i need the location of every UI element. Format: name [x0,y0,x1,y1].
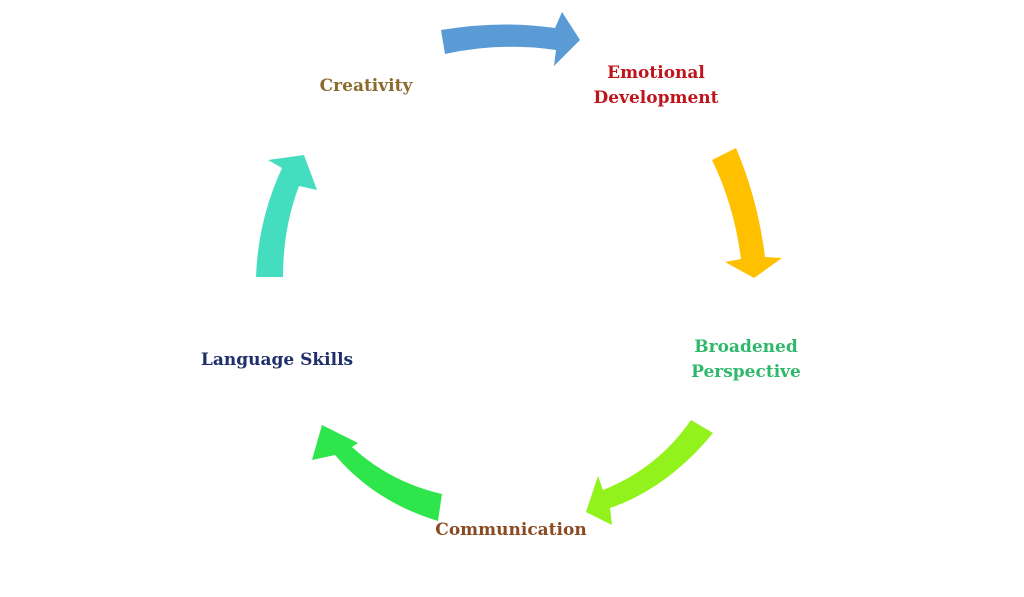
arrow-shape [586,420,713,525]
node-label-line: Language Skills [201,350,353,370]
arrow-shape [312,425,442,521]
arrow-language-skills-to-creativity [256,155,317,277]
node-label-line: Communication [435,520,586,540]
arrow-shape [712,148,782,278]
arrow-communication-to-language-skills [312,425,442,521]
node-creativity: Creativity [320,76,414,96]
node-label-line: Emotional [607,63,705,83]
arrow-broadened-perspective-to-communication [586,420,713,525]
node-language-skills: Language Skills [201,350,353,370]
arrow-creativity-to-emotional-development [441,12,580,66]
arrow-shape [441,12,580,66]
node-label-line: Broadened [694,337,798,357]
node-label-line: Creativity [320,76,414,96]
arrow-shape [256,155,317,277]
node-label-line: Perspective [691,362,801,382]
node-label-line: Development [594,88,719,108]
arrow-emotional-development-to-broadened-perspective [712,148,782,278]
node-communication: Communication [435,520,586,540]
